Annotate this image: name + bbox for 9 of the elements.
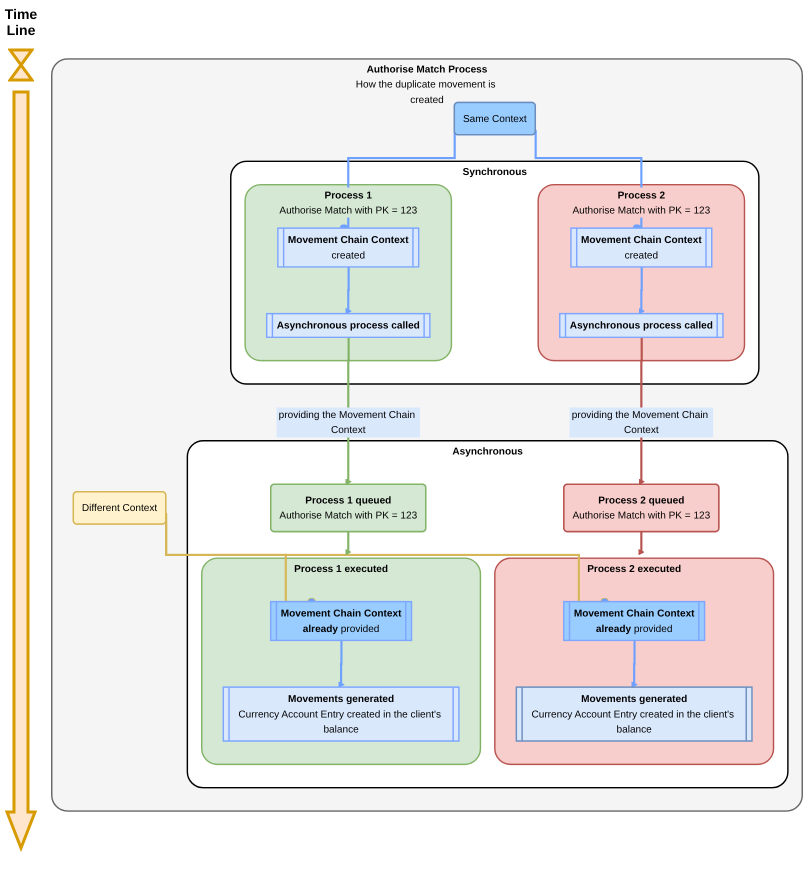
arrow bbox=[638, 532, 644, 556]
timeline-label: Time Line bbox=[4, 6, 38, 38]
edge-label: providing the Movement Chain Context bbox=[572, 408, 708, 436]
arrow bbox=[345, 267, 352, 314]
arrow bbox=[631, 640, 638, 688]
edge-label: providing the Movement Chain Context bbox=[278, 408, 416, 436]
arrow bbox=[638, 267, 645, 314]
arrow bbox=[338, 640, 345, 688]
arrow bbox=[345, 532, 352, 556]
